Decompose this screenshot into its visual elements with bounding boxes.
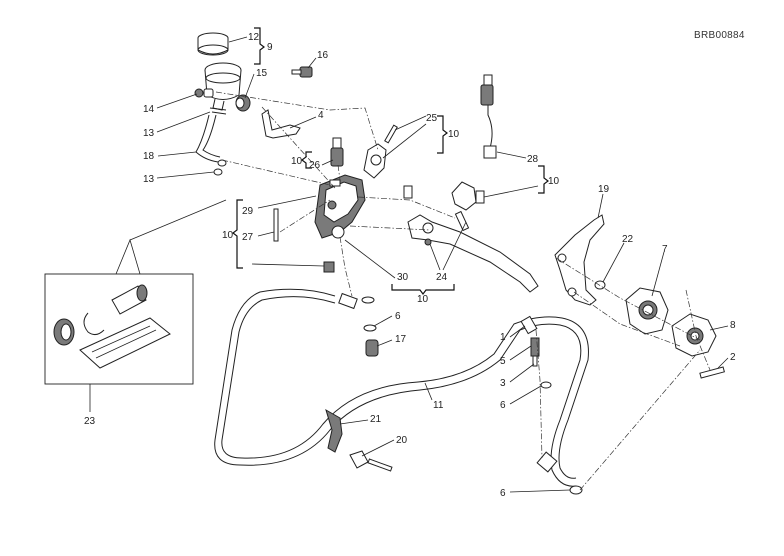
callout-28: 28	[527, 154, 539, 165]
assembly-axis-lines	[215, 91, 711, 491]
callout-9: 9	[267, 42, 273, 53]
callout-2: 2	[730, 352, 736, 363]
hose-fitting-part	[520, 315, 552, 389]
callout-15: 15	[256, 68, 268, 79]
callout-6a: 6	[395, 311, 401, 322]
callout-22: 22	[622, 234, 634, 245]
reservoir-body-part	[204, 62, 242, 111]
callout-11: 11	[433, 400, 444, 411]
bracket-10-lever	[391, 284, 455, 295]
screw-part-16	[291, 66, 313, 78]
callout-17: 17	[395, 334, 407, 345]
reservoir-cap-part	[197, 32, 229, 56]
callout-27: 27	[242, 232, 254, 243]
callout-18: 18	[143, 151, 155, 162]
bracket-10-27	[232, 199, 243, 269]
callout-24: 24	[436, 272, 448, 283]
lever-pivot-part	[403, 181, 485, 211]
callout-10d: 10	[222, 230, 234, 241]
mounting-plate-part	[554, 214, 605, 306]
banjo-fitting-part	[338, 292, 379, 357]
callout-4: 4	[318, 110, 324, 121]
callout-10a: 10	[448, 129, 460, 140]
bracket-10-25	[437, 115, 448, 154]
bolt-part-2	[699, 366, 725, 379]
callout-10c: 10	[548, 176, 560, 187]
callout-8: 8	[730, 320, 736, 331]
clutch-hose	[214, 288, 589, 487]
bracket-9	[254, 27, 265, 65]
bracket-10-28	[538, 165, 549, 194]
spring-clip-part	[209, 107, 227, 115]
bushing-part	[235, 94, 251, 112]
callout-20: 20	[396, 435, 408, 446]
callout-13b: 13	[143, 174, 155, 185]
callout-10b: 10	[291, 156, 303, 167]
reservoir-bracket-part	[261, 109, 301, 139]
callout-5: 5	[500, 356, 506, 367]
fitting-part-26	[330, 137, 344, 167]
callout-19: 19	[598, 184, 610, 195]
switch-connector-part	[480, 74, 497, 159]
callout-6b: 6	[500, 400, 506, 411]
callout-23: 23	[84, 416, 96, 427]
callout-7: 7	[662, 244, 668, 255]
drawing-code: BRB00884	[694, 30, 745, 41]
bolt-part-25	[363, 124, 398, 179]
callout-21: 21	[370, 414, 382, 425]
callout-26: 26	[309, 160, 321, 171]
slave-cylinder-cover-part	[625, 287, 669, 335]
hose-holder-part	[325, 408, 393, 472]
callout-14: 14	[143, 104, 155, 115]
callout-25: 25	[426, 113, 438, 124]
bleeder-part	[323, 261, 335, 273]
repair-kit-box	[44, 199, 227, 385]
pin-part-29	[273, 208, 279, 242]
callout-12: 12	[248, 32, 260, 43]
callout-13a: 13	[143, 128, 155, 139]
hose-clip-lower	[213, 168, 223, 176]
leader-lines	[156, 36, 729, 493]
callout-10e: 10	[417, 294, 429, 305]
slave-banjo-part	[536, 451, 583, 495]
slave-cylinder-part	[671, 313, 717, 357]
callout-16: 16	[317, 50, 329, 61]
clutch-lever-part	[407, 210, 539, 293]
hose-clamp-part	[194, 88, 214, 98]
callout-29: 29	[242, 206, 254, 217]
callout-30: 30	[397, 272, 409, 283]
washer-part-22	[594, 280, 606, 290]
callout-6c: 6	[500, 488, 506, 499]
callout-1: 1	[500, 332, 506, 343]
callout-3: 3	[500, 378, 506, 389]
master-cylinder-part	[314, 174, 366, 239]
bracket-10-26	[301, 151, 312, 169]
